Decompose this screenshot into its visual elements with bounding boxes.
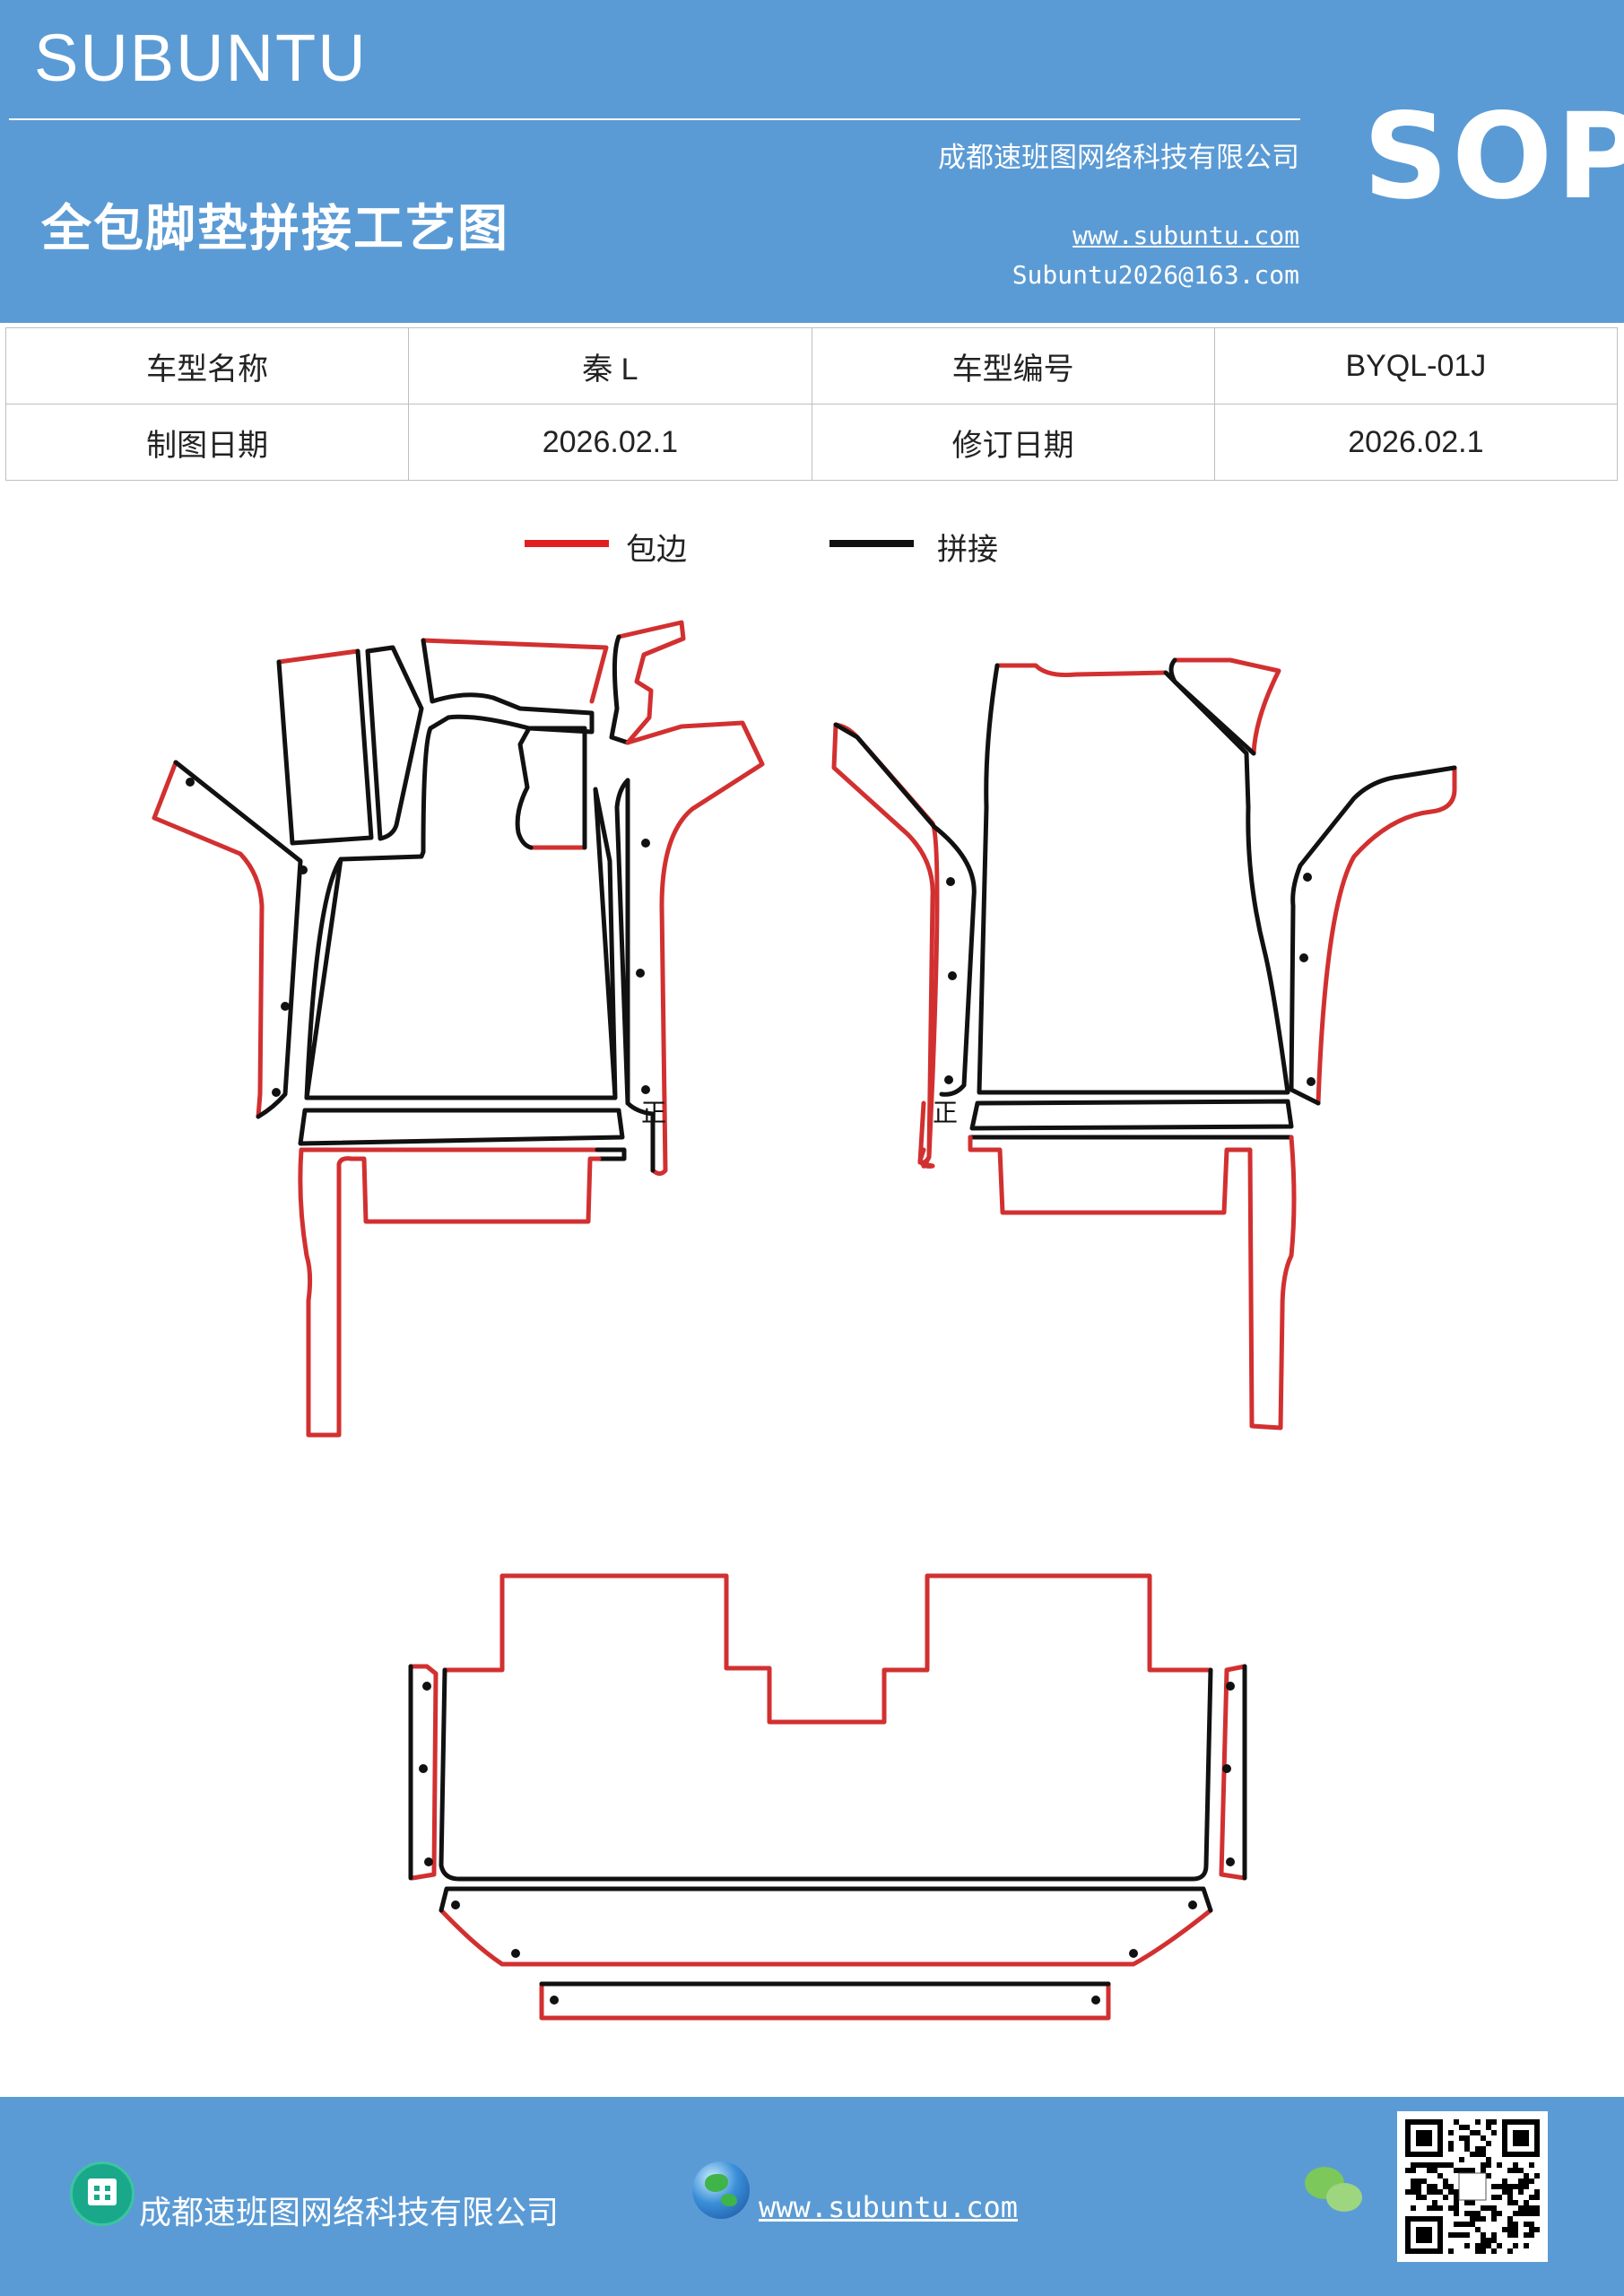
info-value: BYQL-01J (1213, 327, 1619, 404)
info-value: 2026.02.1 (1213, 404, 1619, 481)
right-front-mat-group: 正 (831, 657, 1457, 1431)
mat-piece (1172, 657, 1281, 756)
mat-piece (304, 638, 595, 1100)
mat-piece (994, 663, 1168, 677)
mat-piece (833, 722, 940, 1169)
qr-code[interactable] (1397, 2111, 1548, 2262)
globe-icon (692, 2161, 750, 2219)
mat-piece (304, 787, 618, 1100)
footer-website-link[interactable]: www.subuntu.com (759, 2190, 1018, 2224)
mat-piece (276, 648, 360, 665)
mat-piece (614, 778, 630, 1106)
info-label: 制图日期 (4, 404, 410, 481)
mat-piece (439, 1667, 1213, 1882)
mat-piece (831, 722, 935, 1165)
mat-piece (539, 1981, 1111, 2021)
mat-piece (1289, 765, 1457, 1106)
legend-label-edge: 包边 (626, 532, 687, 568)
legend-label-joint: 拼接 (937, 532, 998, 568)
mat-piece (609, 634, 630, 745)
front-marker-left: 正 (641, 1098, 666, 1127)
info-value: 秦 L (408, 327, 812, 404)
email-address[interactable]: Subuntu2026@163.com (1012, 260, 1299, 290)
mat-piece (173, 760, 303, 1119)
company-name: 成都速班图网络科技有限公司 (938, 142, 1299, 174)
floor-mat-diagram: 正 正 (152, 620, 1457, 2021)
mat-piece (616, 620, 686, 745)
header-divider (9, 118, 1300, 120)
mat-piece (439, 1886, 1213, 1913)
mat-piece (977, 663, 1290, 1095)
mat-piece (298, 1108, 625, 1146)
front-marker-right: 正 (933, 1098, 958, 1127)
page-title: 全包脚垫拼接工艺图 (41, 200, 509, 258)
wechat-icon[interactable] (1305, 2167, 1368, 2221)
left-front-mat-group: 正 (152, 620, 765, 1438)
footer-company-name: 成都速班图网络科技有限公司 (139, 2195, 560, 2231)
mat-piece (1168, 657, 1256, 756)
mat-piece (968, 1135, 1297, 1431)
mat-piece (442, 1573, 1213, 1725)
fastener-dots (186, 778, 1316, 2005)
info-label: 车型编号 (811, 327, 1215, 404)
sop-badge: SOP (1363, 88, 1624, 226)
info-label: 车型名称 (4, 327, 410, 404)
rear-mat-group (408, 1573, 1247, 2021)
mat-piece (625, 720, 765, 1176)
mat-piece (152, 760, 265, 1119)
info-value: 2026.02.1 (408, 404, 812, 481)
mat-piece (515, 726, 587, 850)
mat-piece (304, 857, 343, 1100)
mat-piece (298, 1147, 602, 1438)
info-label: 修订日期 (811, 404, 1215, 481)
mat-piece (421, 638, 609, 704)
building-icon (70, 2161, 135, 2226)
mat-piece (1316, 765, 1457, 1106)
mat-piece (408, 1664, 439, 1881)
mat-piece (833, 722, 977, 1097)
website-link[interactable]: www.subuntu.com (1073, 221, 1299, 250)
mat-piece (595, 1147, 627, 1161)
mat-piece (276, 648, 374, 846)
mat-piece (969, 1099, 1294, 1131)
legend-swatch-joint (829, 540, 914, 547)
footer-banner: 成都速班图网络科技有限公司 www.subuntu.com (0, 2097, 1624, 2296)
brand-name: SUBUNTU (34, 21, 368, 95)
mat-piece (439, 1908, 1213, 1967)
legend-swatch-edge (525, 540, 609, 547)
mat-piece (365, 645, 424, 841)
header-banner: SUBUNTU 成都速班图网络科技有限公司 全包脚垫拼接工艺图 www.subu… (0, 0, 1624, 323)
